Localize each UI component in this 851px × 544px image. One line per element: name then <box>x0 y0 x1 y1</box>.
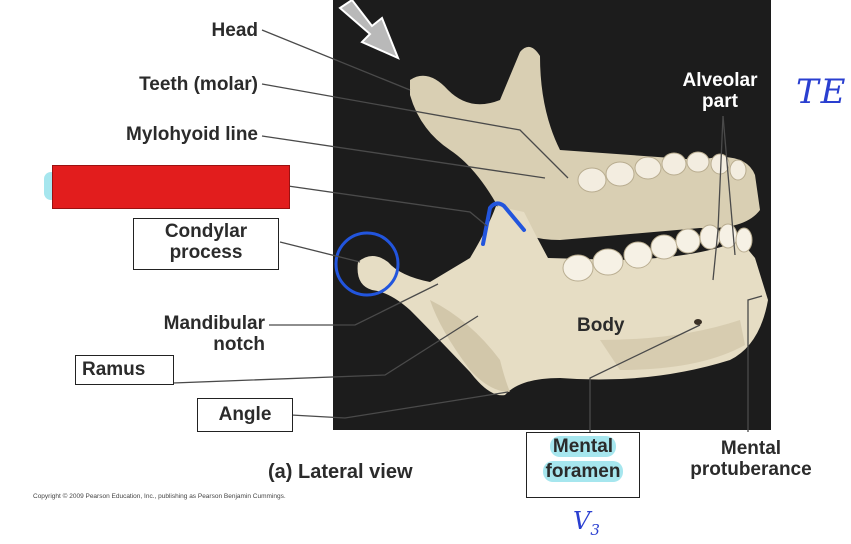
label-mental-protuberance-line2: protuberance <box>690 459 812 480</box>
handwritten-note-v3: V3 <box>573 507 600 539</box>
label-mental-protuberance: Mental protuberance <box>666 438 836 480</box>
label-mandibular-notch: Mandibular notch <box>110 313 265 355</box>
label-mental-foramen: Mental foramen <box>526 432 640 498</box>
label-mental-protuberance-line1: Mental <box>720 438 782 459</box>
label-condylar-process-line1: Condylar <box>164 221 248 242</box>
handwritten-note-subscript: 3 <box>590 520 600 539</box>
figure-caption: (a) Lateral view <box>268 461 413 483</box>
label-alveolar-part: Alveolar part <box>660 70 780 112</box>
arrow-icon <box>338 0 400 60</box>
label-mental-foramen-line1: Mental <box>549 436 617 457</box>
leader-lines <box>172 29 763 432</box>
label-teeth-molar: Teeth (molar) <box>139 74 258 95</box>
copyright-notice: Copyright © 2009 Pearson Education, Inc.… <box>33 493 286 500</box>
coronoid-trace-annotation <box>481 201 526 246</box>
label-ramus: Ramus <box>75 355 174 385</box>
label-condylar-process-line2: process <box>169 242 243 263</box>
label-angle: Angle <box>197 398 293 432</box>
mandible-bone <box>357 46 768 396</box>
handwritten-note-te: TE <box>796 72 848 112</box>
label-head: Head <box>211 20 258 41</box>
handwritten-note-v: V <box>573 507 591 535</box>
label-mandibular-notch-line1: Mandibular <box>163 313 265 334</box>
label-mental-foramen-line2: foramen <box>542 461 624 482</box>
label-alveolar-part-line2: part <box>702 91 738 112</box>
label-alveolar-part-line1: Alveolar <box>682 70 758 91</box>
label-mandibular-notch-line2: notch <box>213 334 265 355</box>
condyle-circle-annotation <box>334 231 400 297</box>
redacted-label <box>52 165 290 209</box>
label-body: Body <box>577 315 625 336</box>
label-condylar-process: Condylar process <box>133 218 279 270</box>
label-mylohyoid-line: Mylohyoid line <box>126 124 258 145</box>
